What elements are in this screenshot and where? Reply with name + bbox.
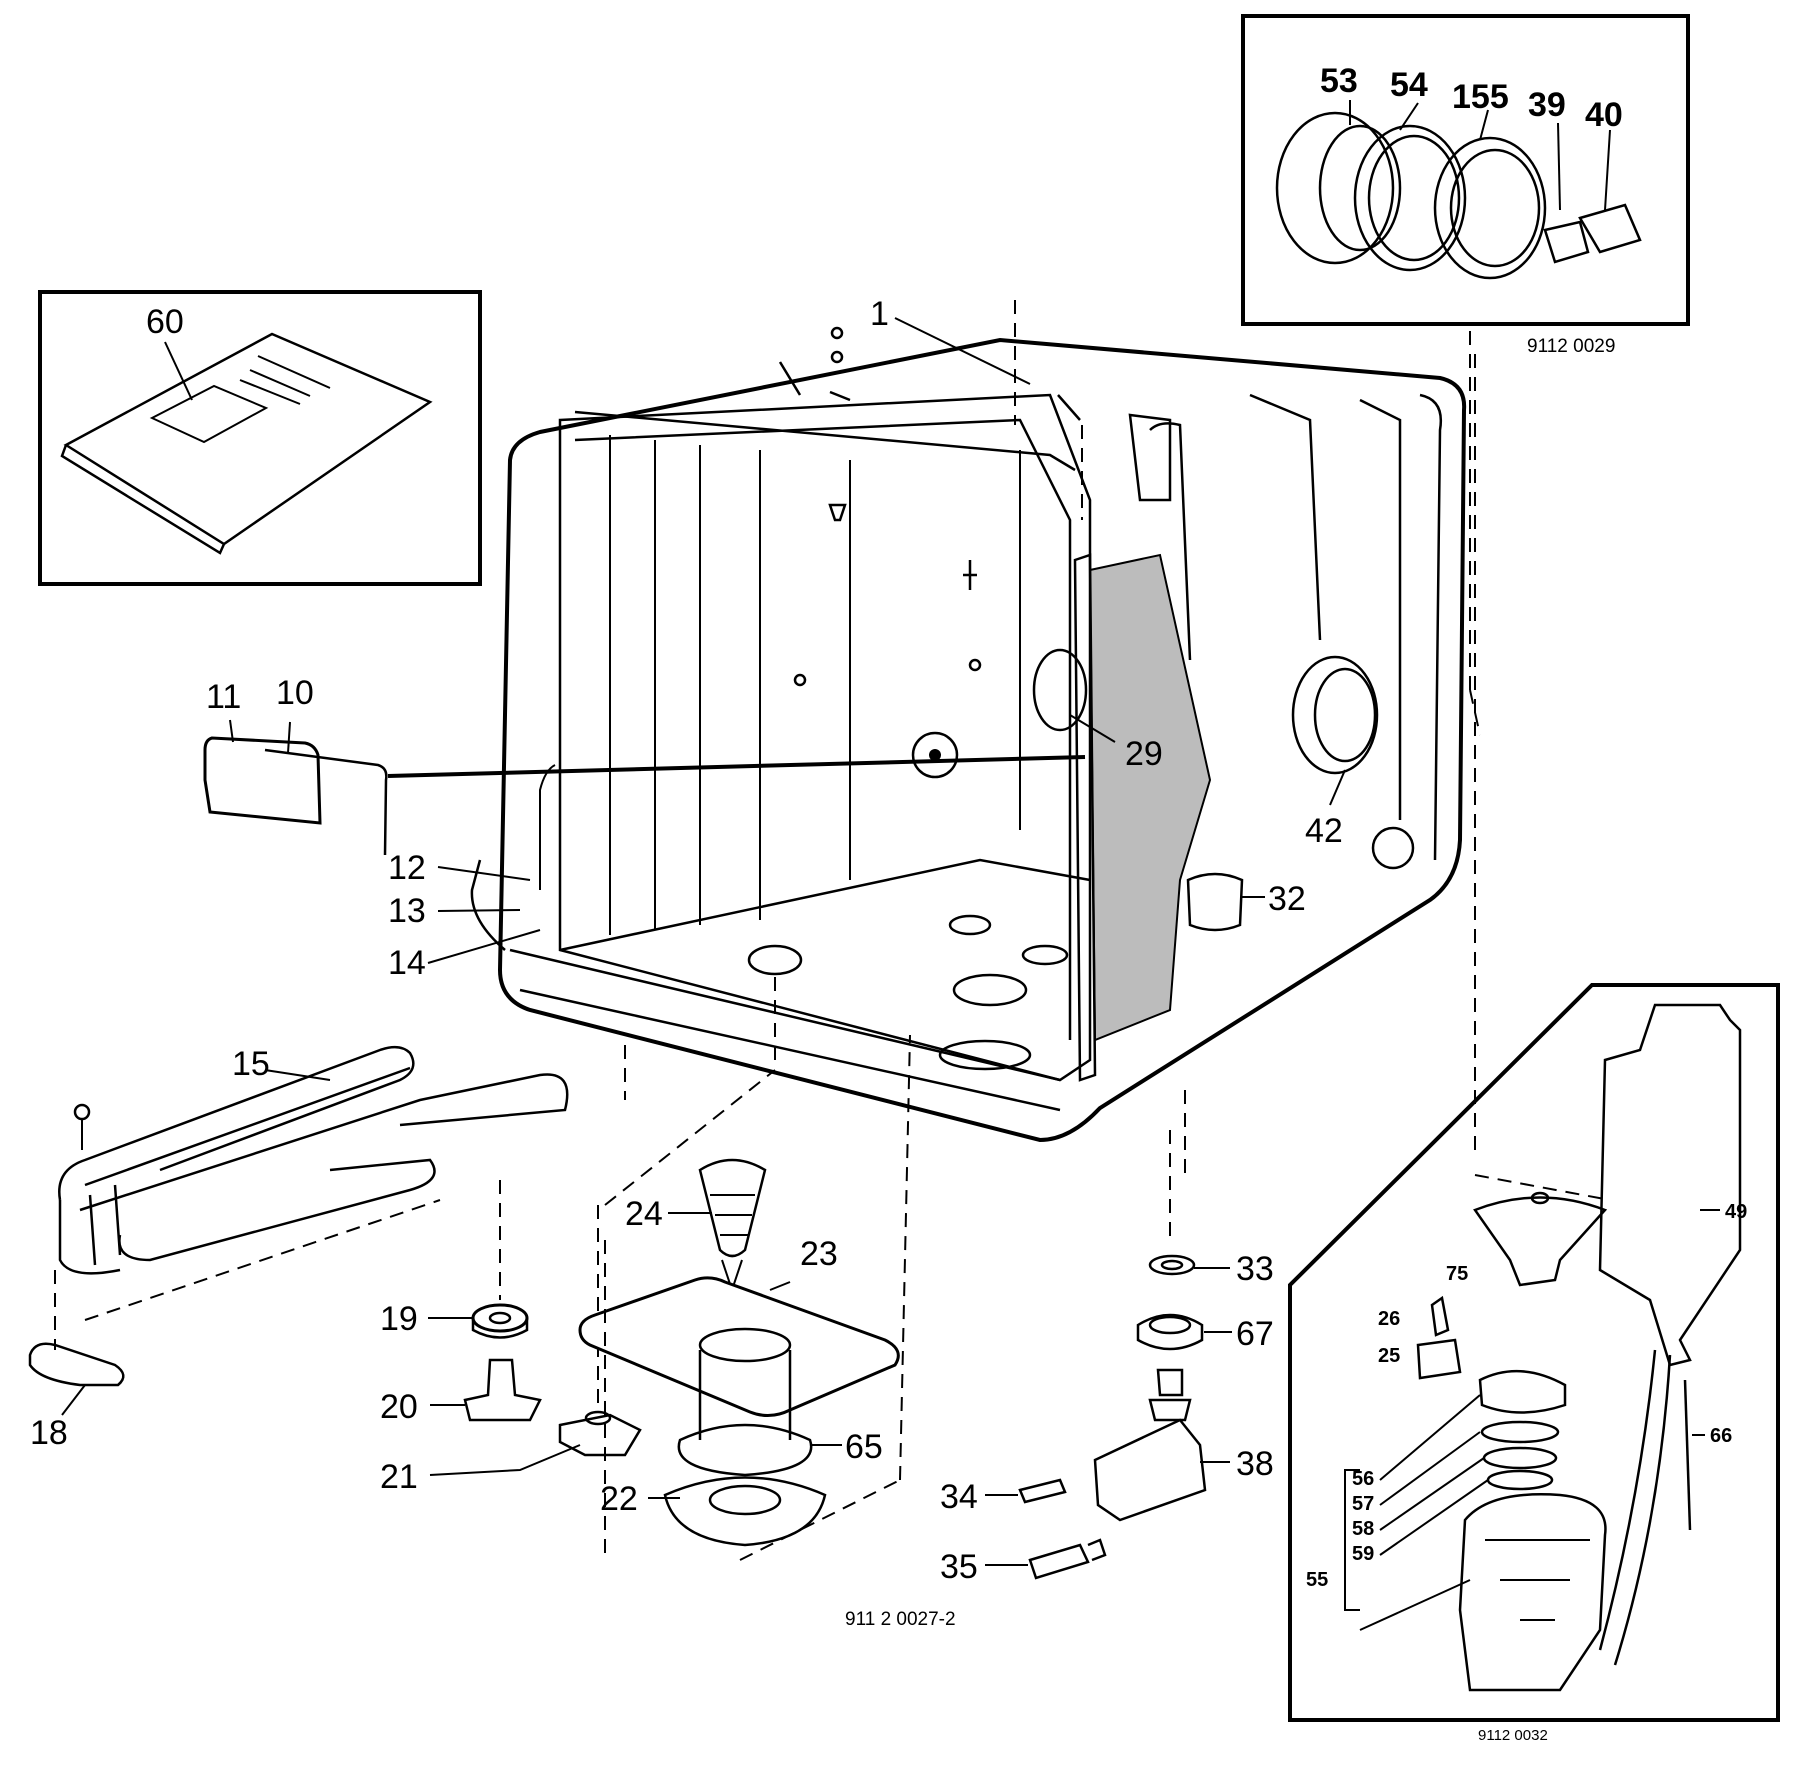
part-34-pin (1018, 1478, 1067, 1504)
insulation-panel (1088, 553, 1212, 1042)
callouts-12-14: 12 13 14 (388, 849, 541, 982)
part-53-ring (1275, 111, 1395, 265)
label-55: 55 (1306, 1569, 1328, 1591)
part-33-washer (1148, 1254, 1196, 1276)
label-25: 25 (1378, 1345, 1400, 1367)
drain-hose-port (1371, 826, 1415, 870)
part-22-sump (663, 1476, 827, 1547)
label-75: 75 (1446, 1263, 1468, 1285)
label-34: 34 (940, 1478, 978, 1516)
door-seal-inset: 53 54 155 39 40 9112 0029 (1241, 14, 1690, 357)
label-24: 24 (625, 1195, 663, 1233)
part-35-pin (1028, 1543, 1090, 1580)
label-29: 29 (1125, 735, 1163, 773)
label-20: 20 (380, 1388, 418, 1426)
part-40-clip (1578, 203, 1642, 254)
label-21: 21 (380, 1458, 418, 1496)
label-67: 67 (1236, 1315, 1274, 1353)
heating-element-15: 15 (54, 1045, 569, 1350)
label-40: 40 (1585, 96, 1623, 134)
part-65-seal (677, 1423, 813, 1477)
manual-inset: 60 (38, 290, 482, 586)
code-main: 911 2 0027-2 (845, 1609, 956, 1630)
part-49-bracket (1598, 1003, 1742, 1367)
label-23: 23 (800, 1235, 838, 1273)
part-11-panel (203, 736, 322, 825)
heater-coil (58, 1045, 569, 1262)
front-panel-10-11: 11 10 (203, 674, 1086, 856)
label-58: 58 (1352, 1518, 1374, 1540)
part-32-dispenser (1186, 872, 1244, 932)
label-18: 18 (30, 1414, 68, 1452)
label-13: 13 (388, 892, 426, 930)
manual-booklet-shape (60, 332, 433, 555)
label-11: 11 (206, 678, 241, 716)
tub-side-ribs (1149, 393, 1443, 861)
part-75-funnel (1473, 1196, 1608, 1287)
tub-callouts: 1 29 32 42 (870, 295, 1346, 918)
part-57-ring (1480, 1420, 1560, 1444)
part-42-port (1291, 655, 1379, 775)
part-155-ring (1433, 136, 1547, 280)
label-56: 56 (1352, 1468, 1374, 1490)
label-54: 54 (1390, 66, 1428, 104)
part-26-pin (1430, 1295, 1450, 1337)
part-25-nut (1416, 1338, 1462, 1380)
part-29-port (1032, 648, 1088, 732)
part-19-ring (471, 1303, 529, 1333)
label-14: 14 (388, 944, 426, 982)
label-12: 12 (388, 849, 426, 887)
part-10-gasket (264, 748, 388, 856)
label-60: 60 (146, 303, 184, 341)
part-38-switch (1093, 1418, 1207, 1522)
filter-assembly: 24 23 65 22 (578, 970, 911, 1561)
tub-outer-shell (497, 337, 1467, 1143)
label-1: 1 (870, 295, 889, 333)
part-18-group: 18 (28, 1342, 125, 1452)
part-67-seal (1136, 1313, 1204, 1351)
label-15: 15 (232, 1045, 270, 1083)
label-57: 57 (1352, 1493, 1374, 1515)
part-54-gasket (1353, 124, 1467, 272)
label-26: 26 (1378, 1308, 1400, 1330)
tub-assembly (470, 300, 1481, 1143)
part-59-ring (1486, 1469, 1554, 1491)
filter-center-ring (698, 1327, 792, 1363)
label-66: 66 (1710, 1425, 1732, 1447)
label-59: 59 (1352, 1543, 1374, 1565)
label-65: 65 (845, 1428, 883, 1466)
part-21-group: 21 (380, 1205, 642, 1496)
label-19: 19 (380, 1300, 418, 1338)
code-inset-top: 9112 0029 (1527, 336, 1615, 357)
part-58-ring (1482, 1446, 1558, 1470)
label-39: 39 (1528, 86, 1566, 124)
part-24-strainer (698, 1158, 767, 1258)
label-33: 33 (1236, 1250, 1274, 1288)
part-20-valve (463, 1358, 542, 1422)
tub-back-ribs (609, 435, 1021, 935)
label-42: 42 (1305, 812, 1343, 850)
label-10: 10 (276, 674, 314, 712)
label-53: 53 (1320, 62, 1358, 100)
part-56-cap (1478, 1369, 1567, 1414)
float-switch-assembly: 33 67 38 34 35 (940, 1090, 1274, 1586)
parts-19-20: 19 20 (380, 1180, 542, 1426)
label-38: 38 (1236, 1445, 1274, 1483)
part-18-bracket (28, 1342, 125, 1387)
dispenser-inset: 49 75 26 25 66 56 57 58 59 55 9112 0032 (1288, 345, 1780, 1744)
label-49: 49 (1725, 1201, 1747, 1223)
part-55-dispenser (1458, 1493, 1607, 1692)
label-22: 22 (600, 1480, 638, 1518)
label-35: 35 (940, 1548, 978, 1586)
label-155: 155 (1452, 78, 1509, 116)
label-32: 32 (1268, 880, 1306, 918)
part-39-clip (1543, 220, 1590, 264)
top-bracket (1128, 413, 1172, 502)
part-23-filter-plate (578, 1276, 900, 1417)
sump-opening (938, 1039, 1032, 1071)
code-inset-bottom: 9112 0032 (1478, 1727, 1548, 1744)
